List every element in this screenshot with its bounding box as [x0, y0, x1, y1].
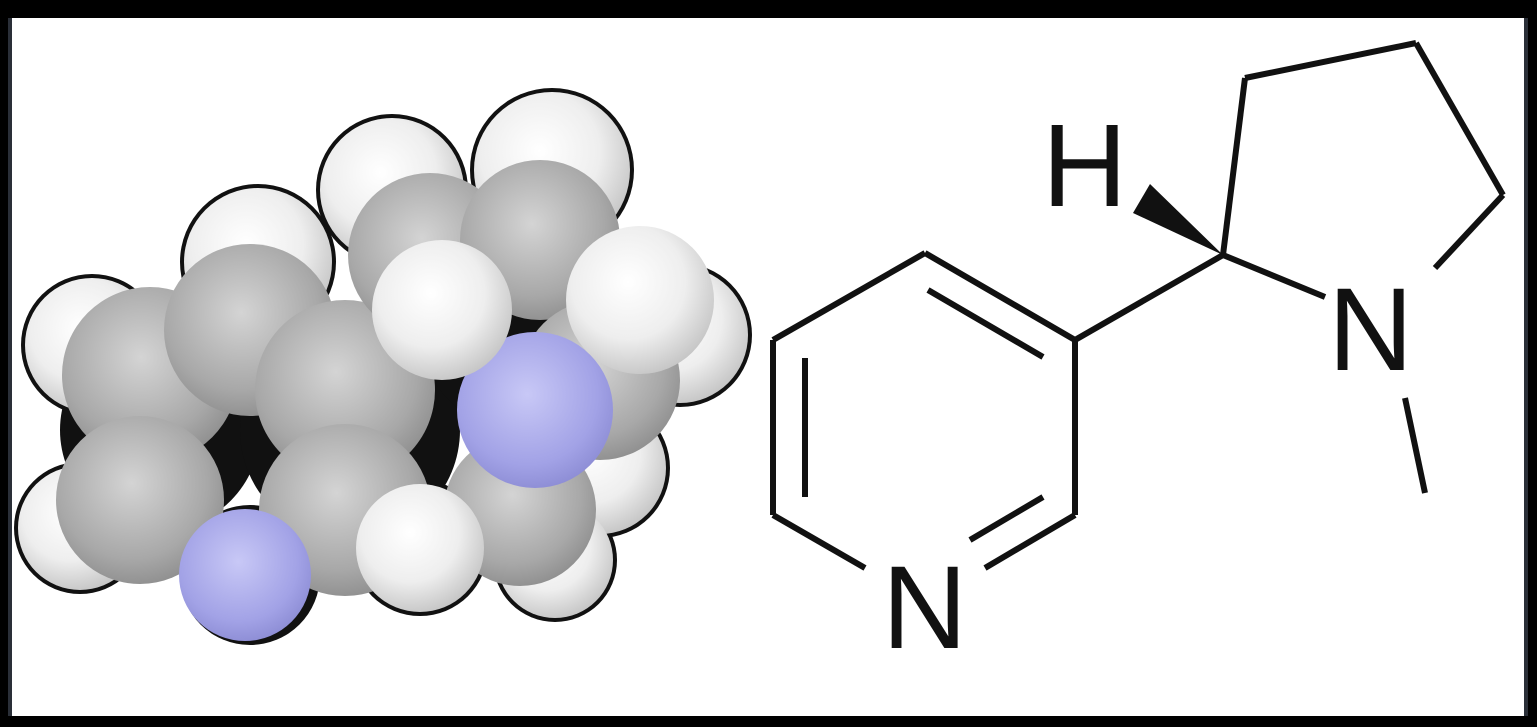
nitrogen-atoms — [179, 332, 613, 641]
pyridine-ring — [770, 250, 1078, 571]
pyrrolidine-ring — [1220, 40, 1506, 300]
hydrogen-atom — [356, 484, 484, 612]
nitrogen-atom — [457, 332, 613, 488]
stereo-wedge-bond — [1133, 184, 1223, 255]
hydrogen-atom — [566, 226, 714, 374]
hydrogen-label: H — [1042, 100, 1127, 232]
hydrogen-atoms-front — [356, 226, 714, 612]
hydrogen-atom — [372, 240, 512, 380]
ring-link-bond — [1073, 252, 1225, 343]
pyrrolidine-nitrogen-label: N — [1328, 264, 1413, 396]
carbon-atom — [56, 416, 224, 584]
skeletal-structure — [770, 40, 1506, 571]
nitrogen-atom — [179, 509, 311, 641]
methyl-bond — [1402, 397, 1428, 494]
space-filling-model — [14, 88, 752, 645]
pyridine-nitrogen-label: N — [882, 542, 967, 674]
